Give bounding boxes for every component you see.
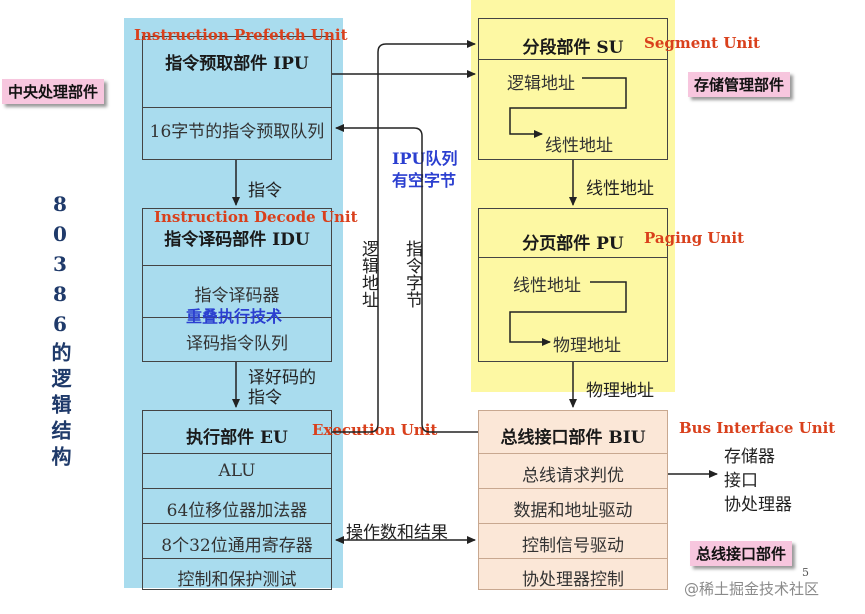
eu-title: 执行部件 EU [186,428,288,448]
biu-to-ipu-instr-arrow [335,124,478,433]
page-number: 5 [802,566,809,579]
eu-to-su-logical-arrow [332,40,476,433]
pu-linear-address: 线性地址 [513,276,581,296]
su-logical-address: 逻辑地址 [507,74,575,94]
instruction-bytes-label: 指令字节 [402,240,422,308]
pu-internal-arrow [509,281,627,346]
pu-physical-address: 物理地址 [553,336,621,356]
idu-title: 指令译码部件 IDU [164,230,310,250]
bus-tag: 总线接口部件 [690,541,793,566]
eu-block: 执行部件 EU ALU 64位移位器加法器 8个32位通用寄存器 控制和保护测试 [142,410,332,590]
ipu-to-idu-label: 指令 [248,181,282,201]
eu-english-label: Execution Unit [312,421,438,439]
ipu-english-label: Instruction Prefetch Unit [134,26,348,44]
biu-row: 数据和地址驱动 [513,501,633,521]
biu-block: 总线接口部件 BIU 总线请求判优 数据和地址驱动 控制信号驱动 协处理器控制 [478,410,668,590]
ipu-queue-empty-label: IPU队列有空字节 [392,149,458,190]
idu-queue-label: 译码指令队列 [186,334,288,354]
biu-title: 总线接口部件 BIU [500,428,646,448]
idu-english-label: Instruction Decode Unit [154,208,358,226]
cpu-tag: 中央处理部件 [2,79,105,104]
eu-row: ALU [218,461,256,481]
idu-to-eu-label: 译好码的指令 [248,368,316,408]
output-coprocessor: 协处理器 [724,495,792,515]
idu-block: 指令译码部件 IDU 指令译码器 译码指令队列 [142,208,332,362]
logical-address-label: 逻辑地址 [358,240,378,308]
eu-row: 64位移位器加法器 [166,501,308,521]
biu-row: 控制信号驱动 [522,536,624,556]
su-english-label: Segment Unit [644,34,760,52]
cpu-panel [124,18,343,588]
ipu-queue-label: 16字节的指令预取队列 [149,122,325,142]
watermark: @稀土掘金技术社区 [684,580,820,598]
su-internal-arrow [509,77,627,138]
ipu-title: 指令预取部件 IPU [165,54,309,74]
ipu-block: 指令预取部件 IPU 16字节的指令预取队列 [142,36,332,160]
pu-english-label: Paging Unit [644,229,745,247]
eu-row: 8个32位通用寄存器 [161,536,313,556]
biu-row: 协处理器控制 [522,570,624,590]
su-to-pu-label: 线性地址 [586,179,654,199]
mmu-tag: 存储管理部件 [688,72,791,97]
pu-to-biu-label: 物理地址 [586,381,654,401]
su-linear-address: 线性地址 [545,136,613,156]
idu-decoder-label: 指令译码器 [194,286,280,306]
overlap-execution-label: 重叠执行技术 [186,307,283,326]
pu-title: 分页部件 PU [522,234,624,254]
side-title: 80386的逻辑结构 [48,192,72,472]
biu-row: 总线请求判优 [522,466,624,486]
su-title: 分段部件 SU [522,38,624,58]
biu-english-label: Bus Interface Unit [679,419,836,437]
pu-block: 分页部件 PU 线性地址 物理地址 [478,208,668,362]
su-block: 分段部件 SU 逻辑地址 线性地址 [478,18,668,160]
eu-row: 控制和保护测试 [177,570,297,590]
output-memory: 存储器 [724,447,775,467]
output-interface: 接口 [724,471,758,491]
